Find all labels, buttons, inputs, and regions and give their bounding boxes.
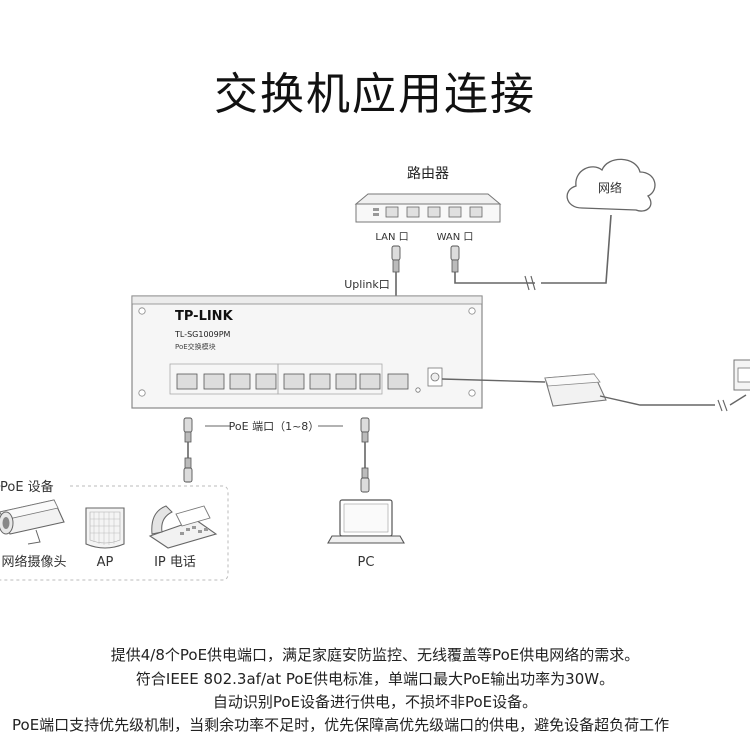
pc-label: PC <box>358 555 375 570</box>
poe-cables: PoE 端口（1~8） <box>183 417 370 493</box>
router-ports <box>373 206 483 218</box>
poe-ports <box>176 373 381 390</box>
ip-phone-label: IP 电话 <box>154 555 196 570</box>
page-title: 交换机应用连接 <box>214 69 536 120</box>
wall-socket-icon <box>733 359 750 391</box>
router: 路由器 LAN 口 WAN 口 <box>354 166 502 243</box>
cloud-icon: 网络 <box>566 158 656 212</box>
description-line-2: 符合IEEE 802.3af/at PoE供电标准，单端口最大PoE输出功率为3… <box>135 670 615 688</box>
lan-port-label: LAN 口 <box>375 232 408 243</box>
poe-device-group-label: PoE 设备 <box>0 479 54 495</box>
laptop-icon <box>327 499 405 544</box>
switch-model: TL-SG1009PM <box>174 330 231 339</box>
switch: TP-LINK TL-SG1009PM PoE交换模块 <box>131 295 483 409</box>
power-adapter <box>441 373 747 412</box>
power-led <box>415 387 421 393</box>
camera-label: 网络摄像头 <box>1 554 66 570</box>
poe-ports-label: PoE 端口（1~8） <box>229 420 320 433</box>
description-line-4: PoE端口支持优先级机制，当剩余功率不足时，优先保障高优先级端口的供电，避免设备… <box>12 716 670 734</box>
switch-brand: TP-LINK <box>175 309 234 324</box>
router-label: 路由器 <box>407 166 449 182</box>
uplink-port <box>387 373 409 390</box>
uplink-label: Uplink口 <box>344 278 390 291</box>
access-point-icon <box>85 507 125 549</box>
switch-subtitle: PoE交换模块 <box>175 342 216 351</box>
poe-device-group: PoE 设备 网络摄像头 AP <box>0 479 229 581</box>
description-line-3: 自动识别PoE设备进行供电，不损坏非PoE设备。 <box>212 693 538 711</box>
wan-cable <box>450 214 612 291</box>
ap-label: AP <box>97 555 114 570</box>
ip-phone-icon <box>148 505 218 549</box>
description-line-1: 提供4/8个PoE供电端口，满足家庭安防监控、无线覆盖等PoE供电网络的需求。 <box>110 646 640 664</box>
wan-port-label: WAN 口 <box>437 232 474 243</box>
camera-icon <box>0 499 65 545</box>
cloud-label: 网络 <box>598 180 622 195</box>
